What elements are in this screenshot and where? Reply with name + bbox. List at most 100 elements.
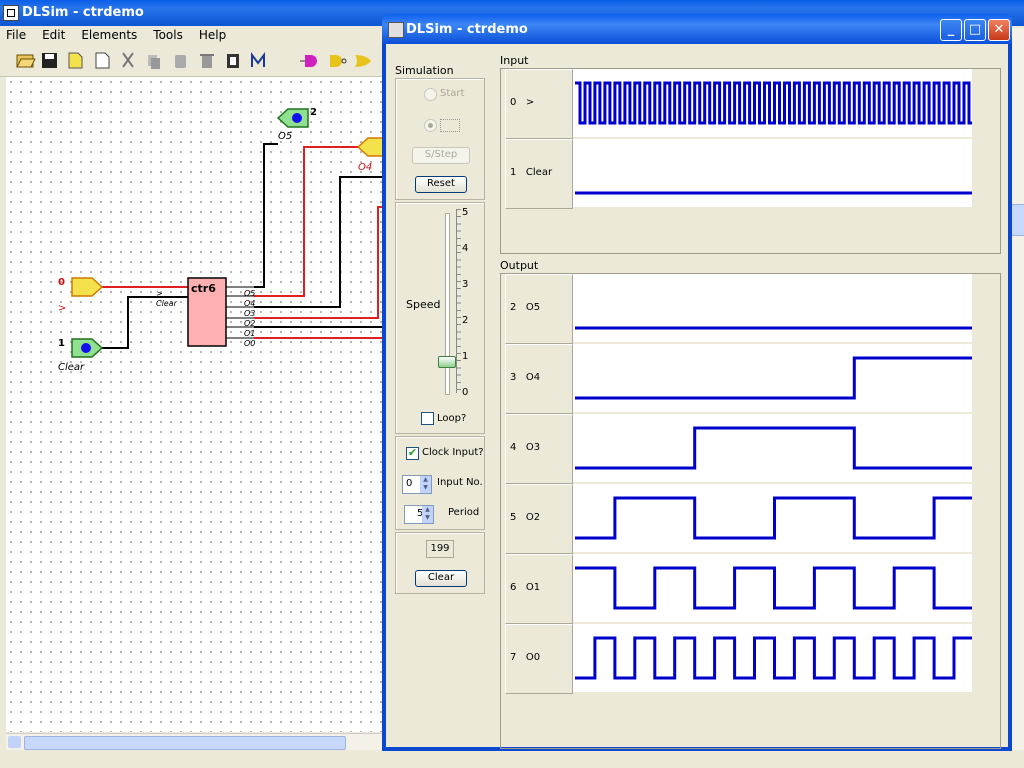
clear-button[interactable]: Clear (415, 570, 467, 587)
signal-label-row: 4 O3 (505, 414, 573, 484)
input-1-number: 1 (58, 338, 65, 349)
new-yellow-icon[interactable] (68, 52, 83, 69)
waveform-svg (575, 81, 972, 125)
status-bar (0, 750, 1024, 768)
waveform-trace (575, 496, 972, 540)
wire-o5 (254, 143, 278, 288)
copy-icon[interactable] (148, 55, 160, 69)
paste-icon[interactable] (175, 55, 186, 68)
spinner-arrows[interactable]: ▲▼ (422, 506, 433, 523)
clock-input-checkbox[interactable]: ✔ (406, 446, 419, 460)
vertical-scroll-thumb[interactable] (1011, 204, 1024, 236)
vertical-scrollbar[interactable] (1010, 28, 1024, 750)
counter-panel: 199 Clear (395, 532, 485, 594)
step-radio[interactable] (424, 119, 437, 132)
start-radio[interactable] (424, 88, 437, 101)
waveform-trace (575, 426, 972, 470)
app-icon[interactable] (3, 5, 19, 21)
delete-icon[interactable] (200, 54, 214, 68)
maximize-button[interactable]: □ (964, 19, 986, 41)
input-no-value: 0 (406, 478, 413, 489)
period-label: Period (448, 507, 480, 518)
new-blank-icon[interactable] (95, 52, 110, 69)
input-no-spinner[interactable]: 0 ▲▼ (402, 475, 432, 494)
speed-ticks (456, 209, 461, 393)
waveform-plot-o4 (573, 344, 972, 412)
waveform-plot-clear (573, 139, 972, 207)
horizontal-scrollbar[interactable] (6, 733, 383, 751)
and-gate-icon[interactable] (300, 55, 317, 67)
step-radio-focus (440, 119, 460, 132)
speed-slider-track[interactable] (445, 213, 450, 395)
loop-checkbox[interactable] (421, 412, 434, 425)
menu-help[interactable]: Help (198, 28, 227, 42)
menu-tools[interactable]: Tools (153, 28, 183, 42)
horizontal-scroll-thumb[interactable] (24, 736, 346, 750)
input-0-clock[interactable]: 0 > (58, 277, 104, 314)
waveform-plot-o5 (573, 274, 972, 342)
simulation-label: Simulation (395, 64, 454, 77)
wire-o3 (254, 176, 383, 308)
menu-file[interactable]: File (6, 28, 27, 42)
signal-label-row: 2 O5 (505, 274, 573, 344)
counter-pin-clock: > (156, 289, 163, 298)
or-gate-icon[interactable] (355, 55, 371, 67)
save-icon[interactable] (42, 53, 57, 68)
signal-label: 1 Clear (510, 167, 552, 178)
waveform-plot-clock (573, 69, 972, 137)
output-o5[interactable]: 2 O5 (276, 107, 317, 142)
menu-elements[interactable]: Elements (81, 28, 138, 42)
waveform-plot-o2 (573, 484, 972, 552)
component-icon[interactable] (227, 54, 239, 68)
output-section-label: Output (500, 259, 539, 272)
waveform-svg (575, 566, 972, 610)
signal-number: 3 (510, 372, 517, 383)
waveform-svg (575, 191, 972, 195)
input-1-clear[interactable]: 1 Clear (58, 338, 104, 373)
menu-edit[interactable]: Edit (42, 28, 66, 42)
signal-number: 6 (510, 582, 517, 593)
input-waveform-panel: 0 > 1 Clear (500, 68, 1001, 254)
signal-label: 7 O0 (510, 652, 540, 663)
counter-ctr6[interactable]: ctr6 > Clear O5 O4 O3 O2 O1 O0 (156, 277, 255, 348)
nand-gate-icon[interactable] (330, 55, 347, 67)
waveform-trace (575, 636, 972, 680)
wire-o4 (254, 146, 358, 297)
open-icon[interactable] (16, 54, 36, 68)
signal-name: > (525, 97, 535, 108)
sstep-button[interactable]: S/Step (412, 147, 470, 164)
signal-number: 4 (510, 442, 517, 453)
speed-slider-thumb[interactable] (438, 356, 456, 368)
output-o4[interactable]: O4 (356, 137, 383, 173)
input-section-label: Input (500, 54, 529, 67)
signal-label: 0 > (510, 97, 534, 108)
circuit-canvas[interactable]: 0 > 1 Clear 2 O5 O4 ctr6 > Clear (6, 77, 383, 732)
java-icon[interactable] (388, 22, 404, 38)
sim-window-titlebar[interactable]: DLSim - ctrdemo _ □ ✕ (382, 14, 1012, 44)
cut-icon[interactable] (122, 52, 134, 68)
reset-button[interactable]: Reset (415, 176, 467, 193)
signal-label-row: 1 Clear (505, 139, 573, 209)
period-value: 5 (417, 508, 424, 519)
waveform-icon[interactable] (251, 52, 265, 67)
period-spinner[interactable]: 5▲▼ (404, 505, 434, 524)
output-o4-label: O4 (358, 162, 372, 173)
minimize-button[interactable]: _ (940, 19, 962, 41)
spinner-arrows[interactable]: ▲▼ (420, 476, 431, 493)
signal-label: 2 O5 (510, 302, 540, 313)
scroll-left-arrow[interactable] (8, 736, 21, 748)
circuit-drawing: 0 > 1 Clear 2 O5 O4 ctr6 > Clear (58, 107, 383, 373)
loop-label: Loop? (437, 413, 467, 424)
clock-input-label: Clock Input? (422, 447, 484, 458)
counter-pin-clear: Clear (156, 299, 178, 308)
speed-tick-label: 1 (462, 351, 469, 362)
speed-tick-label: 4 (462, 243, 469, 254)
output-waveform-panel: 2 O5 3 O4 4 O3 5 O2 6 O1 7 O0 (500, 273, 1001, 749)
signal-number: 2 (510, 302, 517, 313)
wire-clear (102, 296, 188, 349)
speed-tick-label: 3 (462, 279, 469, 290)
left-edge (0, 77, 6, 750)
close-button[interactable]: ✕ (988, 19, 1010, 41)
